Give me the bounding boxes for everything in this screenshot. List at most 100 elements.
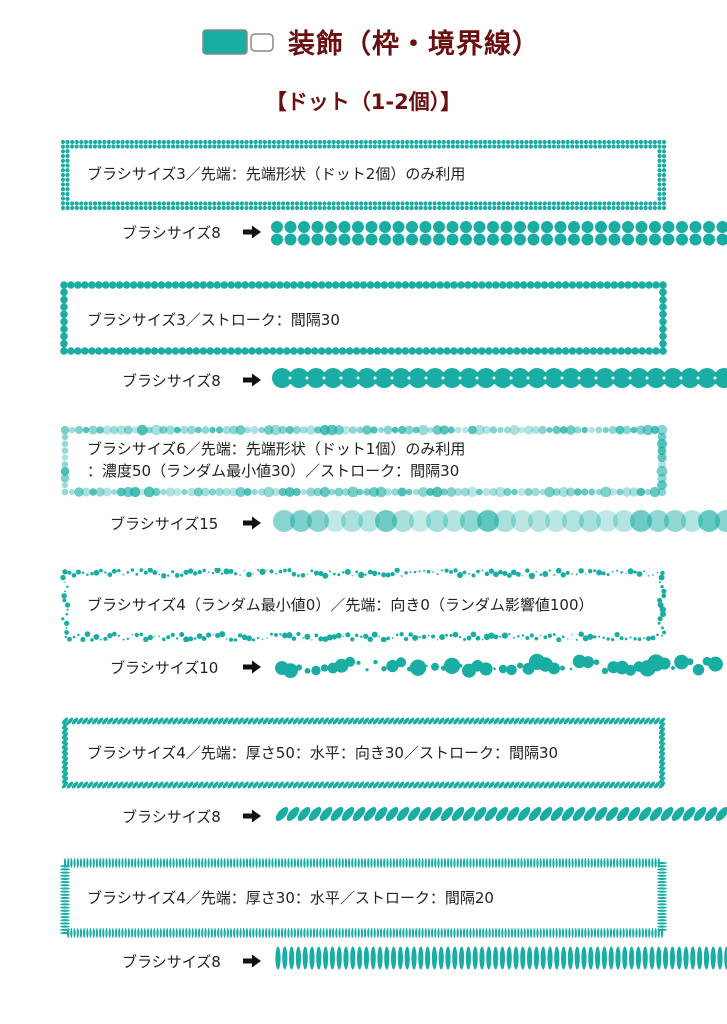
brush-mark [373, 281, 382, 289]
brush-mark [319, 928, 322, 938]
brush-mark [271, 201, 277, 206]
brush-mark [399, 858, 402, 868]
brush-mark [65, 149, 70, 154]
brush-mark [262, 201, 267, 206]
brush-mark [492, 347, 500, 355]
brush-mark [305, 425, 316, 435]
brush-mark [563, 717, 570, 725]
brush-mark [686, 658, 694, 666]
brush-mark [612, 368, 632, 388]
brush-mark [403, 636, 409, 642]
brush-mark [370, 946, 376, 970]
brush-mark [61, 732, 69, 740]
brush-mark [162, 928, 166, 938]
brush-mark [582, 347, 591, 355]
brush-mark [112, 631, 117, 637]
brush-mark [558, 858, 561, 868]
brush-mark [593, 781, 600, 789]
brush-mark [60, 339, 68, 348]
brush-mark [111, 201, 116, 206]
brush-mark [71, 717, 79, 725]
brush-mark [432, 571, 434, 573]
brush-mark [312, 717, 319, 725]
brush-mark [70, 928, 73, 938]
brush-mark [367, 636, 373, 642]
brush-mark [180, 201, 185, 206]
brush-mark [367, 858, 370, 868]
brush-mark [629, 636, 632, 639]
brush-mark [322, 781, 329, 789]
brush-mark [316, 928, 319, 938]
brush-mark [242, 717, 249, 725]
brush-mark [547, 946, 553, 970]
brush-mark [251, 488, 258, 496]
brush-mark [166, 205, 171, 211]
brush-mark [484, 806, 498, 822]
brush-mark [657, 168, 662, 173]
brush-mark [541, 221, 553, 233]
brush-mark [660, 585, 664, 589]
brush-mark [386, 205, 391, 211]
brush-mark [385, 572, 391, 578]
brush-mark [157, 347, 166, 355]
brush-mark [581, 221, 594, 233]
brush-mark [311, 233, 324, 246]
brush-mark [65, 187, 70, 192]
brush-mark [382, 201, 387, 206]
brush-mark [660, 806, 674, 822]
brush-mark [359, 201, 364, 206]
brush-mark [443, 858, 447, 868]
brush-mark [292, 425, 301, 435]
brush-mark [167, 781, 174, 789]
brush-mark [620, 139, 625, 145]
brush-mark [236, 858, 239, 868]
brush-mark [481, 569, 484, 572]
brush-mark [635, 946, 641, 970]
brush-mark [235, 201, 240, 206]
brush-mark [282, 717, 289, 725]
brush-mark [157, 139, 162, 145]
brush-mark [209, 426, 216, 434]
brush-mark [432, 201, 437, 206]
brush-mark [342, 635, 344, 637]
brush-mark [638, 139, 644, 145]
brush-mark [403, 717, 410, 725]
brush-mark [228, 568, 234, 574]
brush-mark [652, 281, 660, 289]
brush-mark [433, 233, 445, 246]
frame-border-soft-dots [60, 425, 667, 497]
brush-mark [608, 717, 615, 725]
brush-mark [584, 858, 587, 868]
brush-mark [340, 201, 345, 206]
brush-mark [360, 928, 364, 938]
brush-mark [657, 922, 667, 925]
brush-mark [338, 858, 341, 868]
brush-mark [510, 139, 515, 145]
brush-mark [317, 139, 323, 145]
brush-mark [547, 347, 556, 355]
brush-mark [478, 858, 482, 868]
brush-mark [426, 569, 431, 574]
brush-mark [479, 662, 493, 676]
brush-mark [703, 221, 715, 233]
brush-mark [319, 806, 333, 822]
brush-mark [391, 201, 396, 206]
brush-mark [357, 946, 363, 970]
brush-mark [450, 281, 458, 289]
brush-mark [492, 281, 500, 289]
brush-mark [99, 928, 102, 938]
brush-mark [386, 928, 389, 938]
brush-mark [258, 205, 263, 211]
brush-mark [373, 659, 378, 665]
brush-mark [363, 144, 368, 149]
brush-mark [429, 281, 437, 289]
brush-mark [485, 928, 488, 938]
brush-mark [436, 573, 439, 576]
brush-mark [408, 632, 413, 637]
brush-mark [201, 487, 210, 497]
brush-mark [161, 205, 167, 211]
brush-mark [409, 571, 412, 574]
brush-mark [657, 912, 667, 916]
brush-mark [206, 632, 212, 638]
brush-mark [220, 572, 224, 575]
